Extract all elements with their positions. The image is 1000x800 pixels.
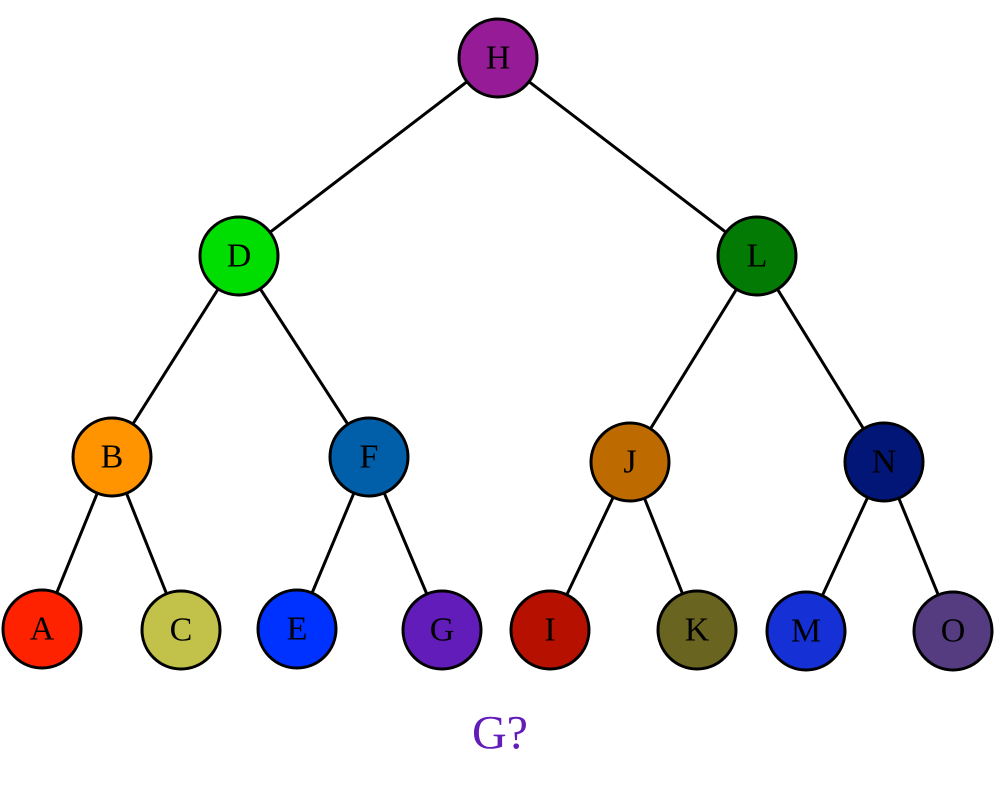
node-label-a: A bbox=[30, 611, 55, 648]
node-circle-m bbox=[765, 590, 847, 672]
node-label-h: H bbox=[486, 40, 511, 77]
tree-edges bbox=[40, 56, 955, 632]
tree-node-o: O bbox=[912, 590, 994, 672]
tree-node-d: D bbox=[198, 215, 280, 297]
question-label: G? bbox=[472, 707, 528, 760]
node-circle-i bbox=[509, 589, 591, 671]
node-circle-b bbox=[71, 416, 153, 498]
edge-h-l bbox=[497, 56, 758, 258]
node-label-l: L bbox=[747, 238, 768, 275]
node-circle-e bbox=[256, 588, 338, 670]
node-label-f: F bbox=[360, 439, 379, 476]
tree-node-j: J bbox=[589, 421, 671, 503]
node-circle-g bbox=[401, 589, 483, 671]
node-label-o: O bbox=[941, 613, 966, 650]
node-circle-l bbox=[716, 215, 798, 297]
tree-node-e: E bbox=[256, 588, 338, 670]
node-circle-j bbox=[589, 421, 671, 503]
edge-h-d bbox=[238, 56, 499, 258]
tree-node-c: C bbox=[140, 589, 222, 671]
node-label-j: J bbox=[623, 444, 636, 481]
node-label-i: I bbox=[544, 612, 555, 649]
node-circle-c bbox=[140, 589, 222, 671]
node-label-n: N bbox=[872, 444, 897, 481]
tree-node-h: H bbox=[457, 17, 539, 99]
node-circle-o bbox=[912, 590, 994, 672]
tree-node-g: G bbox=[401, 589, 483, 671]
node-label-c: C bbox=[170, 612, 193, 649]
node-circle-k bbox=[656, 589, 738, 671]
node-circle-f bbox=[328, 416, 410, 498]
node-circle-h bbox=[457, 17, 539, 99]
node-circle-n bbox=[843, 421, 925, 503]
tree-node-n: N bbox=[843, 421, 925, 503]
node-label-m: M bbox=[791, 613, 821, 650]
node-circle-d bbox=[198, 215, 280, 297]
node-label-k: K bbox=[685, 612, 710, 649]
tree-node-k: K bbox=[656, 589, 738, 671]
node-circle-a bbox=[1, 588, 83, 670]
tree-nodes: H D L B F J N A C E G I K M O bbox=[1, 17, 994, 672]
node-label-g: G bbox=[430, 612, 455, 649]
tree-node-f: F bbox=[328, 416, 410, 498]
tree-node-l: L bbox=[716, 215, 798, 297]
tree-node-m: M bbox=[765, 590, 847, 672]
tree-node-b: B bbox=[71, 416, 153, 498]
node-label-e: E bbox=[287, 611, 308, 648]
tree-node-i: I bbox=[509, 589, 591, 671]
tree-node-a: A bbox=[1, 588, 83, 670]
node-label-d: D bbox=[227, 238, 252, 275]
node-label-b: B bbox=[101, 439, 124, 476]
